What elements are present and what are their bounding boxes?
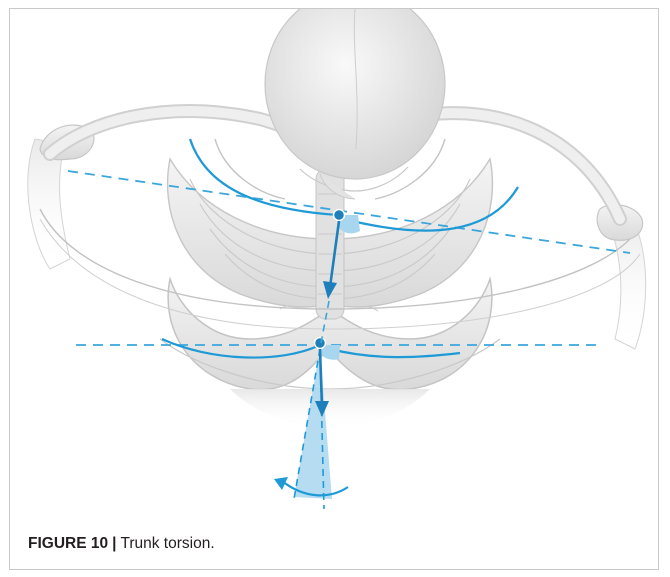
figure-panel: FIGURE 10|Trunk torsion. xyxy=(9,8,659,570)
figure-caption: FIGURE 10|Trunk torsion. xyxy=(28,535,215,553)
shoulder-pivot-point xyxy=(334,210,345,221)
caption-separator: | xyxy=(112,535,116,552)
trunk-torsion-illustration xyxy=(10,9,659,519)
figure-label: FIGURE 10 xyxy=(28,535,108,552)
skull xyxy=(265,9,445,199)
right-arm xyxy=(597,205,645,349)
caption-text: Trunk torsion. xyxy=(120,535,214,552)
pelvic-pivot-point xyxy=(315,338,326,349)
